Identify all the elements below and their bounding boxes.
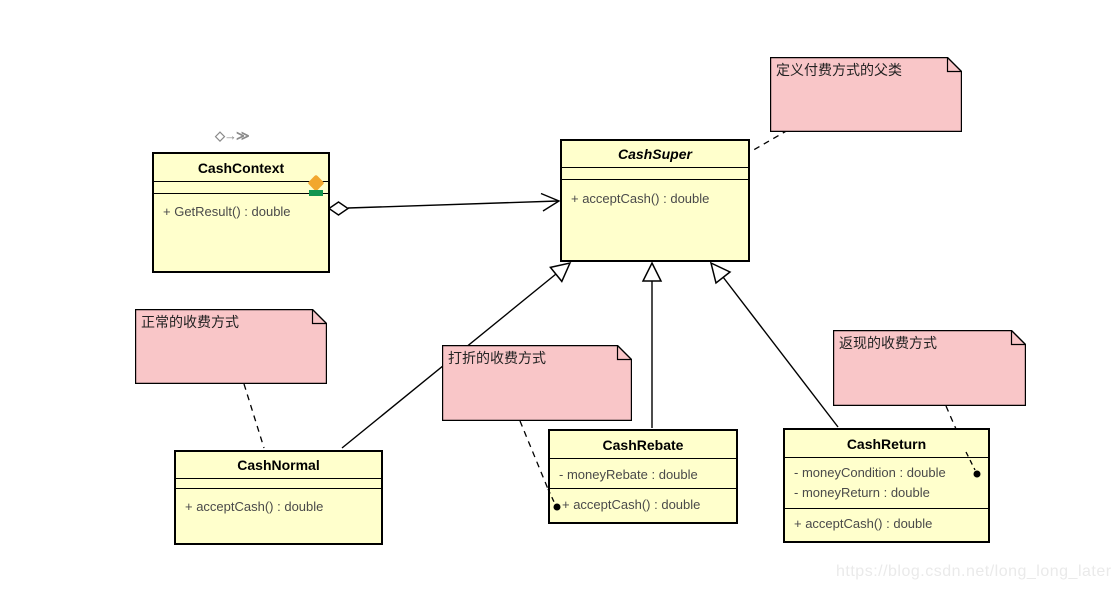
- class-attribute: - moneyRebate : double: [559, 467, 698, 482]
- folded-corner-icon: [311, 309, 327, 325]
- class-cash-return[interactable]: CashReturn - moneyCondition : double - m…: [783, 428, 990, 543]
- operations-section: + acceptCash() : double: [562, 179, 748, 260]
- class-operation: + acceptCash() : double: [794, 516, 933, 531]
- class-cash-super[interactable]: CashSuper + acceptCash() : double: [560, 139, 750, 262]
- class-title: CashNormal: [237, 457, 320, 473]
- generalization-triangle-icon: [641, 261, 663, 282]
- generalization-triangle-icon: [549, 261, 572, 283]
- operations-section: + acceptCash() : double: [176, 488, 381, 543]
- watermark-text: https://blog.csdn.net/long_long_later: [836, 563, 1112, 580]
- note-normal[interactable]: 正常的收费方式: [134, 308, 328, 385]
- aggregation-diamond-icon: [327, 201, 350, 216]
- note-text: 返现的收费方式: [839, 337, 937, 352]
- generalization-triangle-icon: [709, 261, 732, 285]
- class-attribute: - moneyReturn : double: [794, 485, 930, 500]
- class-attribute: - moneyCondition : double: [794, 465, 946, 480]
- class-title: CashContext: [197, 159, 285, 176]
- context-stereotype-icon: ◇→≫: [215, 128, 250, 143]
- open-arrowhead-icon: [540, 192, 561, 212]
- class-operation: + GetResult() : double: [163, 204, 291, 219]
- class-title: CashSuper: [618, 146, 692, 162]
- aggregation-line: [347, 200, 559, 209]
- class-title: CashReturn: [846, 435, 927, 452]
- class-operation: + acceptCash() : double: [571, 191, 710, 206]
- attributes-section: [562, 167, 748, 179]
- class-title: CashRebate: [602, 436, 684, 453]
- green-bar-marker-icon: [309, 190, 323, 196]
- attributes-section: - moneyRebate : double: [550, 458, 736, 488]
- note-anchor-normal: [243, 383, 265, 449]
- class-operation: + acceptCash() : double: [562, 497, 701, 512]
- class-cash-context[interactable]: CashContext + GetResult() : double: [152, 152, 330, 273]
- operations-section: + acceptCash() : double: [550, 488, 736, 522]
- note-shape: [769, 56, 963, 133]
- attributes-section: - moneyCondition : double - moneyReturn …: [785, 457, 988, 508]
- note-anchor-rebate: [519, 420, 549, 490]
- note-shape: [134, 308, 328, 385]
- folded-corner-icon: [946, 57, 962, 73]
- operations-section: + acceptCash() : double: [785, 508, 988, 541]
- attributes-section: [154, 181, 328, 193]
- note-text: 正常的收费方式: [141, 316, 239, 331]
- class-cash-normal[interactable]: CashNormal + acceptCash() : double: [174, 450, 383, 545]
- note-shape: [441, 344, 633, 422]
- attributes-section: [176, 478, 381, 488]
- generalization-line-return: [722, 276, 839, 428]
- folded-corner-icon: [1010, 330, 1026, 346]
- class-cash-rebate[interactable]: CashRebate - moneyRebate : double + acce…: [548, 429, 738, 524]
- note-super[interactable]: 定义付费方式的父类: [769, 56, 963, 133]
- note-anchor-super: [749, 129, 789, 153]
- folded-corner-icon: [616, 345, 632, 361]
- note-return[interactable]: 返现的收费方式: [832, 329, 1027, 407]
- class-operation: + acceptCash() : double: [185, 499, 324, 514]
- operations-section: + GetResult() : double: [154, 193, 328, 271]
- note-text: 打折的收费方式: [448, 352, 546, 367]
- note-text: 定义付费方式的父类: [776, 64, 902, 79]
- note-shape: [832, 329, 1027, 407]
- note-rebate[interactable]: 打折的收费方式: [441, 344, 633, 422]
